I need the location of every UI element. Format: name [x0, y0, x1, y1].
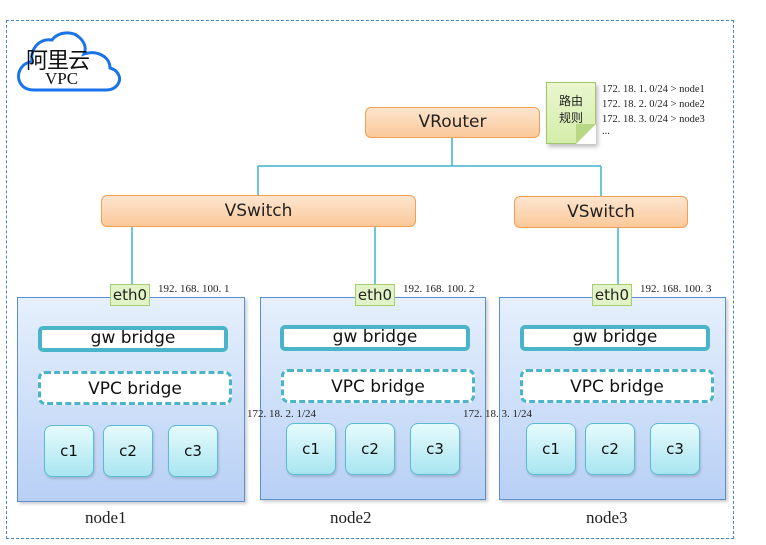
route-rule: 172. 18. 1. 0/24 > node1: [602, 84, 705, 95]
node2-subnet: 172. 18. 2. 1/24: [247, 408, 317, 420]
node1-eth0[interactable]: eth0: [110, 284, 150, 306]
node3-gw-bridge[interactable]: gw bridge: [520, 325, 710, 351]
vpc-boundary: [6, 20, 734, 539]
node3-vpc-bridge[interactable]: VPC bridge: [520, 369, 714, 403]
node2-eth-ip: 192. 168. 100. 2: [403, 283, 475, 295]
route-note-line2: 规则: [558, 111, 583, 125]
node2-container-c2[interactable]: c2: [345, 423, 395, 475]
node2-container-c1[interactable]: c1: [286, 423, 336, 475]
node1-vpc-bridge[interactable]: VPC bridge: [38, 371, 232, 405]
vrouter[interactable]: VRouter: [365, 107, 540, 138]
node3-label: node3: [586, 508, 628, 527]
node3-eth0[interactable]: eth0: [592, 284, 632, 306]
cloud-subtitle: VPC: [45, 69, 79, 88]
cloud-icon: [17, 31, 122, 92]
node1-container-c3[interactable]: c3: [168, 425, 218, 477]
node3-subnet: 172. 18. 3. 1/24: [463, 408, 533, 420]
node1-label: node1: [85, 508, 127, 527]
route-rule: 172. 18. 2. 0/24 > node2: [602, 99, 705, 110]
node1-eth-ip: 192. 168. 100. 1: [158, 283, 230, 295]
node3-container-c2[interactable]: c2: [585, 423, 635, 475]
route-rules-note: 路由 规则: [546, 82, 596, 144]
node1-gw-bridge[interactable]: gw bridge: [38, 326, 228, 352]
node2-eth0[interactable]: eth0: [355, 284, 395, 306]
note-fold-corner: [576, 124, 596, 144]
vswitch-1[interactable]: VSwitch: [101, 195, 416, 227]
node3-container-c1[interactable]: c1: [526, 423, 576, 475]
cloud-title: 阿里云: [26, 49, 90, 74]
node3-eth-ip: 192. 168. 100. 3: [640, 283, 712, 295]
route-note-line1: 路由: [558, 94, 583, 108]
node2-label: node2: [330, 508, 372, 527]
node3-container-c3[interactable]: c3: [650, 423, 700, 475]
vswitch-2[interactable]: VSwitch: [514, 196, 688, 228]
node2-gw-bridge[interactable]: gw bridge: [280, 325, 470, 351]
node2-vpc-bridge[interactable]: VPC bridge: [281, 369, 475, 403]
node2-container-c3[interactable]: c3: [410, 423, 460, 475]
node1-container-c2[interactable]: c2: [103, 425, 153, 477]
node1-container-c1[interactable]: c1: [44, 425, 94, 477]
route-rule: 172. 18. 3. 0/24 > node3: [602, 114, 705, 125]
route-rule-ellipsis: ...: [602, 126, 610, 137]
